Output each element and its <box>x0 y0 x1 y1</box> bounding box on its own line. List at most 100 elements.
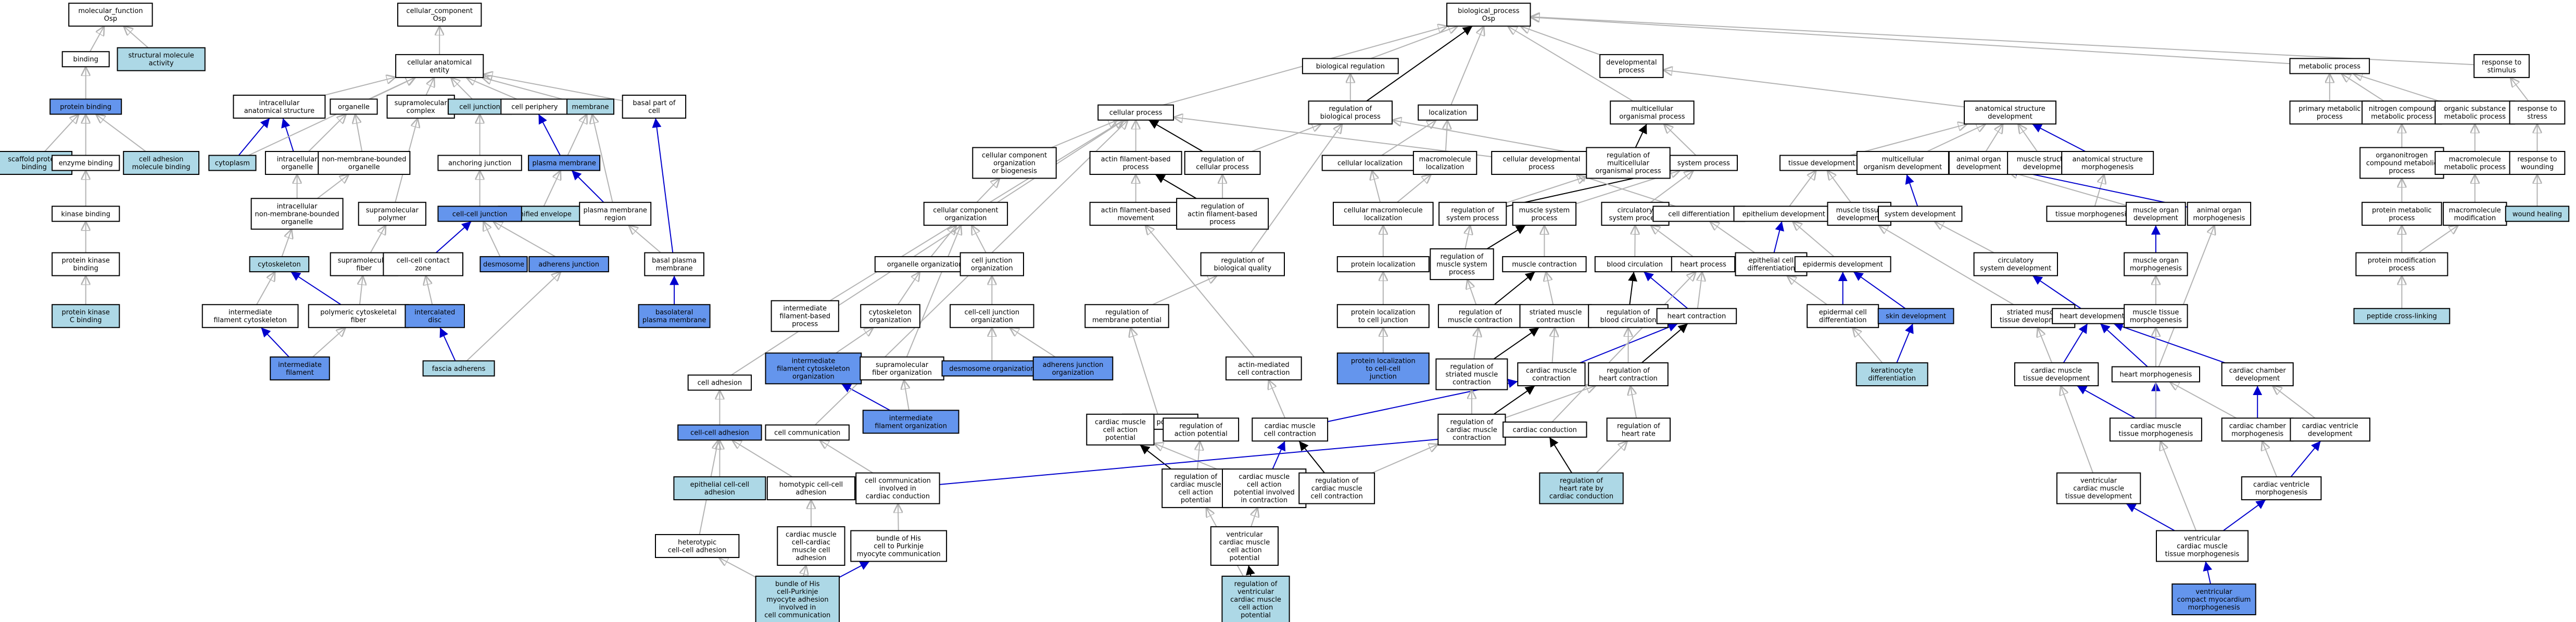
go-term-fascia-adherens[interactable]: fascia adherens <box>422 360 495 377</box>
go-term-heart-development[interactable]: heart development <box>2052 308 2132 324</box>
go-term-cellular-localization[interactable]: cellular localization <box>1321 155 1419 171</box>
go-term-skin-development[interactable]: skin development <box>1877 308 1954 324</box>
go-term-cytoskeleton[interactable]: cytoskeleton <box>249 256 310 273</box>
go-term-bio-reg[interactable]: biological regulation <box>1302 58 1399 74</box>
go-term-muscle-contraction[interactable]: muscle contraction <box>1502 256 1587 273</box>
go-term-cell-cell-junction[interactable]: cell-cell junction <box>437 206 522 222</box>
go-term-cell-periphery[interactable]: cell periphery <box>500 98 569 115</box>
go-term-kinase-binding[interactable]: kinase binding <box>52 206 120 222</box>
go-term-system-development[interactable]: system development <box>1878 206 1963 222</box>
go-term-organelle-organization[interactable]: organelle organization <box>874 256 976 273</box>
go-term-heart-contraction[interactable]: heart contraction <box>1656 308 1737 324</box>
go-term-cell-adhesion[interactable]: cell adhesion <box>687 374 752 391</box>
go-term-desmosome[interactable]: desmosome <box>479 256 528 273</box>
go-term-wound-healing[interactable]: wound healing <box>2505 206 2570 222</box>
go-term-metabolic-process[interactable]: metabolic process <box>2289 58 2370 74</box>
go-term-cell-cell-adhesion[interactable]: cell-cell adhesion <box>677 424 762 441</box>
go-term-cell-communication[interactable]: cell communication <box>765 424 850 441</box>
go-term-heart-process[interactable]: heart process <box>1671 256 1736 273</box>
go-term-tissue-morphogenesis[interactable]: tissue morphogenesis <box>2046 206 2139 222</box>
go-term-organelle[interactable]: organelle <box>330 98 378 115</box>
go-term-binding[interactable]: binding <box>61 51 110 68</box>
go-term-blood-circulation[interactable]: blood circulation <box>1594 256 1675 273</box>
go-term-inmb-org[interactable]: intracellularnon-membrane-boundedorganel… <box>250 198 344 230</box>
go-term-epithelium-development[interactable]: epithelium development <box>1733 206 1835 222</box>
go-term-system-process[interactable]: system process <box>1669 155 1738 171</box>
go-term-protein-localization[interactable]: protein localization <box>1336 256 1430 273</box>
go-term-tissue-development[interactable]: tissue development <box>1779 155 1864 171</box>
go-term-plasma-membrane[interactable]: plasma membrane <box>528 155 601 171</box>
go-term-epidermis-development[interactable]: epidermis development <box>1794 256 1891 273</box>
go-term-cardiac-conduction[interactable]: cardiac conduction <box>1502 421 1587 438</box>
go-term-anchoring-junction[interactable]: anchoring junction <box>437 155 522 171</box>
go-term-protein-binding[interactable]: protein binding <box>49 98 122 115</box>
